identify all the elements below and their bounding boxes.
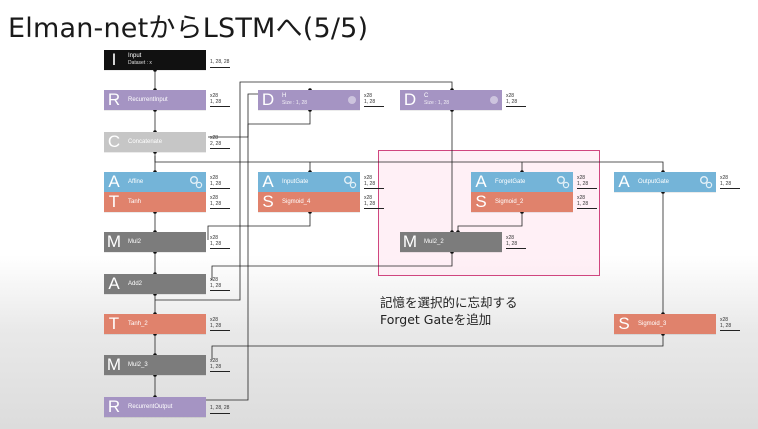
forget-gate-highlight xyxy=(378,150,600,276)
shape-annotation: 1, 28, 28 xyxy=(210,405,230,414)
node-letter: S xyxy=(618,314,630,333)
node-letter: M xyxy=(402,232,418,251)
node-letter: A xyxy=(108,172,120,191)
node-mul2-2[interactable]: M Mul2_2 xyxy=(400,232,502,252)
info-icon[interactable] xyxy=(490,96,498,104)
node-label: RecurrentInput xyxy=(128,96,168,103)
node-letter: D xyxy=(261,90,275,109)
node-sublabel: Size : 1, 28 xyxy=(282,100,308,106)
node-label: H xyxy=(282,93,287,99)
node-recurrent-input[interactable]: R RecurrentInput xyxy=(104,90,206,110)
node-add2[interactable]: A Add2 xyxy=(104,274,206,294)
node-letter: I xyxy=(111,50,117,69)
node-label: Mul2_3 xyxy=(128,361,148,368)
forget-gate-note: 記憶を選択的に忘却する Forget Gateを追加 xyxy=(380,294,518,328)
note-line-1: 記憶を選択的に忘却する xyxy=(380,295,518,310)
page-title: Elman-netからLSTMへ(5/5) xyxy=(8,13,369,44)
node-label: Sigmoid_3 xyxy=(638,320,667,327)
node-letter: M xyxy=(106,232,122,251)
node-letter: D xyxy=(403,90,417,109)
node-sigmoid-3[interactable]: S Sigmoid_3 xyxy=(614,314,716,334)
node-recurrent-output[interactable]: R RecurrentOutput xyxy=(104,397,206,417)
node-letter: T xyxy=(108,314,120,333)
node-label: Concatenate xyxy=(128,138,163,145)
node-sublabel: Dataset : x xyxy=(128,60,152,66)
node-label: Sigmoid_4 xyxy=(282,198,311,205)
node-label: OutputGate xyxy=(638,178,670,185)
node-label: Tanh xyxy=(128,198,142,205)
node-letter: S xyxy=(475,192,487,211)
node-letter: S xyxy=(262,192,274,211)
node-label: InputGate xyxy=(282,178,309,185)
node-concatenate[interactable]: C Concatenate xyxy=(104,132,206,152)
node-affine[interactable]: A Affine xyxy=(104,172,206,192)
node-input-gate[interactable]: A InputGate xyxy=(258,172,360,192)
wire xyxy=(208,110,311,138)
gear-icon[interactable] xyxy=(699,175,713,189)
shape-annotation: 1, 28, 28 xyxy=(210,59,230,68)
wire xyxy=(154,156,664,172)
node-label: Mul2_2 xyxy=(424,238,444,245)
node-label: ForgetGate xyxy=(495,178,526,185)
node-label: Mul2 xyxy=(128,238,142,245)
node-mul2[interactable]: M Mul2 xyxy=(104,232,206,252)
node-letter: T xyxy=(108,192,120,211)
node-sigmoid-4[interactable]: S Sigmoid_4 xyxy=(258,192,360,212)
node-label: Sigmoid_2 xyxy=(495,198,524,205)
node-sigmoid-2[interactable]: S Sigmoid_2 xyxy=(471,192,573,212)
node-letter: A xyxy=(262,172,274,191)
node-letter: A xyxy=(618,172,630,191)
wire xyxy=(211,334,664,360)
node-tanh-2[interactable]: T Tanh_2 xyxy=(104,314,206,334)
gear-icon[interactable] xyxy=(343,175,357,189)
wire xyxy=(155,81,453,301)
wire xyxy=(457,212,523,232)
info-icon[interactable] xyxy=(348,96,356,104)
node-letter: A xyxy=(475,172,487,191)
node-sublabel: Size : 1, 28 xyxy=(424,100,450,106)
node-letter: R xyxy=(107,90,121,109)
node-output-gate[interactable]: A OutputGate xyxy=(614,172,716,192)
node-label: Add2 xyxy=(128,280,143,287)
node-label: C xyxy=(424,93,429,99)
note-line-2: Forget Gateを追加 xyxy=(380,312,492,327)
gear-icon[interactable] xyxy=(189,175,203,189)
wire xyxy=(211,252,453,280)
node-letter: A xyxy=(108,274,120,293)
wire xyxy=(207,212,311,240)
node-label: RecurrentOutput xyxy=(128,403,173,410)
gear-icon[interactable] xyxy=(556,175,570,189)
node-letter: R xyxy=(107,397,121,416)
node-label: Input xyxy=(128,53,142,59)
node-letter: C xyxy=(107,132,121,151)
node-letter: M xyxy=(106,355,122,374)
node-tanh[interactable]: T Tanh xyxy=(104,192,206,212)
node-forget-gate[interactable]: A ForgetGate xyxy=(471,172,573,192)
node-label: Tanh_2 xyxy=(128,320,148,327)
node-label: Affine xyxy=(128,178,144,185)
node-mul2-3[interactable]: M Mul2_3 xyxy=(104,355,206,375)
